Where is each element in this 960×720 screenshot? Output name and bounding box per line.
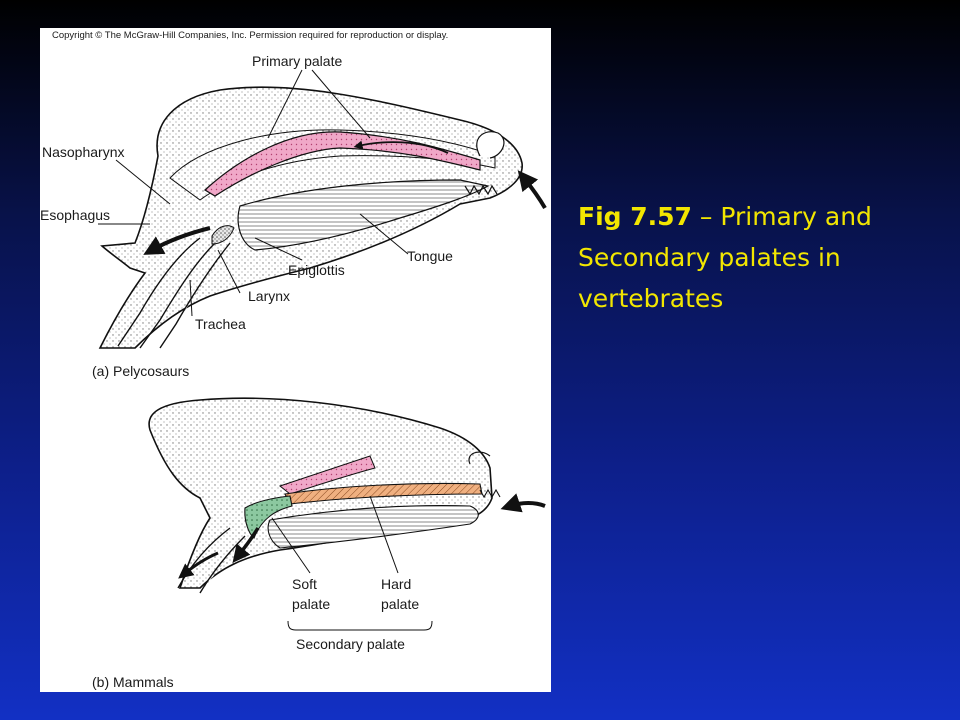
palate-diagram: Copyright © The McGraw-Hill Companies, I… bbox=[40, 30, 547, 690]
food-arrow-esophagus bbox=[143, 226, 211, 255]
mammal-head bbox=[148, 397, 546, 594]
label-soft-palate: palate bbox=[292, 596, 330, 612]
nostril bbox=[476, 131, 505, 159]
slide-title-figure-number: Fig 7.57 bbox=[578, 202, 692, 231]
primary-palate-shape bbox=[204, 131, 481, 197]
label-soft: Soft bbox=[292, 576, 317, 592]
top-leader-lines bbox=[98, 69, 409, 317]
airflow-arrow-nasal bbox=[353, 140, 449, 154]
label-hard-palate: palate bbox=[381, 596, 419, 612]
food-arrow-mammal bbox=[178, 551, 219, 579]
caption-mammals: (b) Mammals bbox=[92, 674, 174, 690]
caption-pelycosaurs: (a) Pelycosaurs bbox=[92, 363, 189, 379]
label-primary-palate: Primary palate bbox=[252, 53, 342, 69]
label-nasopharynx: Nasopharynx bbox=[42, 144, 125, 160]
airflow-arrow-pharynx bbox=[232, 527, 260, 563]
label-secondary-palate: Secondary palate bbox=[296, 636, 405, 652]
bottom-leader-lines bbox=[271, 495, 433, 631]
label-larynx: Larynx bbox=[248, 288, 290, 304]
label-tongue: Tongue bbox=[407, 248, 453, 264]
slide-title-text: – Primary and Secondary palates in verte… bbox=[578, 202, 872, 313]
airflow-arrow-entry-bottom bbox=[500, 493, 546, 513]
slide-title: Fig 7.57 – Primary and Secondary palates… bbox=[578, 196, 948, 319]
label-hard: Hard bbox=[381, 576, 411, 592]
airflow-arrow-entry-top bbox=[517, 170, 547, 210]
teeth-upper bbox=[464, 184, 498, 196]
label-esophagus: Esophagus bbox=[40, 207, 110, 223]
figure-panel: Copyright © The McGraw-Hill Companies, I… bbox=[40, 28, 551, 692]
label-trachea: Trachea bbox=[195, 316, 246, 332]
tongue-shape bbox=[237, 179, 490, 251]
label-epiglottis: Epiglottis bbox=[288, 262, 345, 278]
pelycosaur-head bbox=[98, 86, 547, 349]
copyright-text: Copyright © The McGraw-Hill Companies, I… bbox=[52, 30, 448, 41]
